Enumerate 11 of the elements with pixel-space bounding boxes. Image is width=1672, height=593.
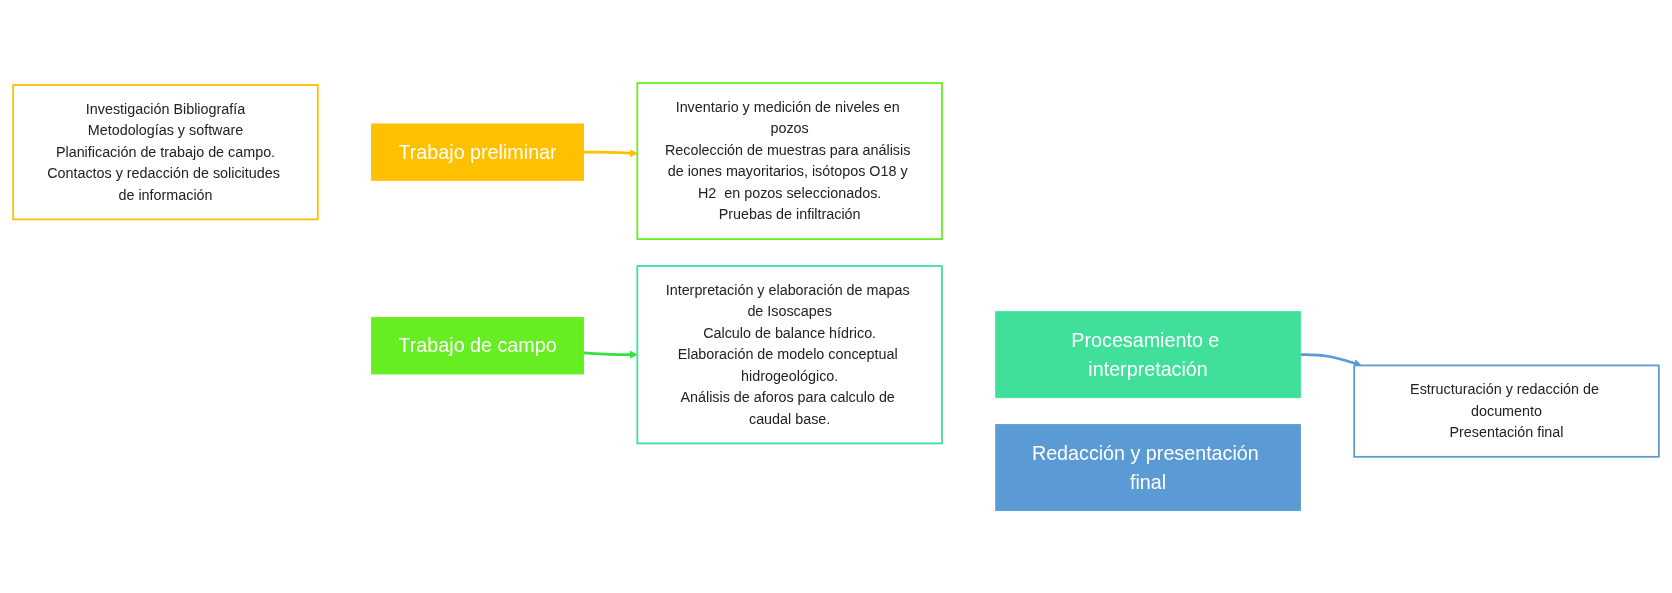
node-box: Interpretación y elaboración de mapas de Isoscapes Calculo de balance hídrico. Elaboración de modelo conceptual hidrogeológico. Análisis de aforos para calculo de caudal base. <box>636 264 943 444</box>
arrow <box>583 148 638 157</box>
arrow <box>583 350 638 359</box>
node-box: Estructuración y redacción de documento Presentación final <box>1353 364 1660 458</box>
node-box: Trabajo preliminar <box>371 123 584 181</box>
node-box: Procesamiento e interpretación <box>995 310 1301 398</box>
node-box: Redacción y presentación final <box>995 423 1301 511</box>
node-box: Inventario y medición de niveles en pozos Recolección de muestras para análisis de iones mayoritarios, isótopos O18 y H2 en pozos seleccionados. Pruebas de infiltración <box>636 81 943 240</box>
arrow <box>1300 352 1362 367</box>
node-box: Trabajo de campo <box>371 316 584 374</box>
node-box: Investigación Bibliografía Metodologías y software Planificación de trabajo de campo. Contactos y redacción de solicitudes de información <box>12 83 319 220</box>
